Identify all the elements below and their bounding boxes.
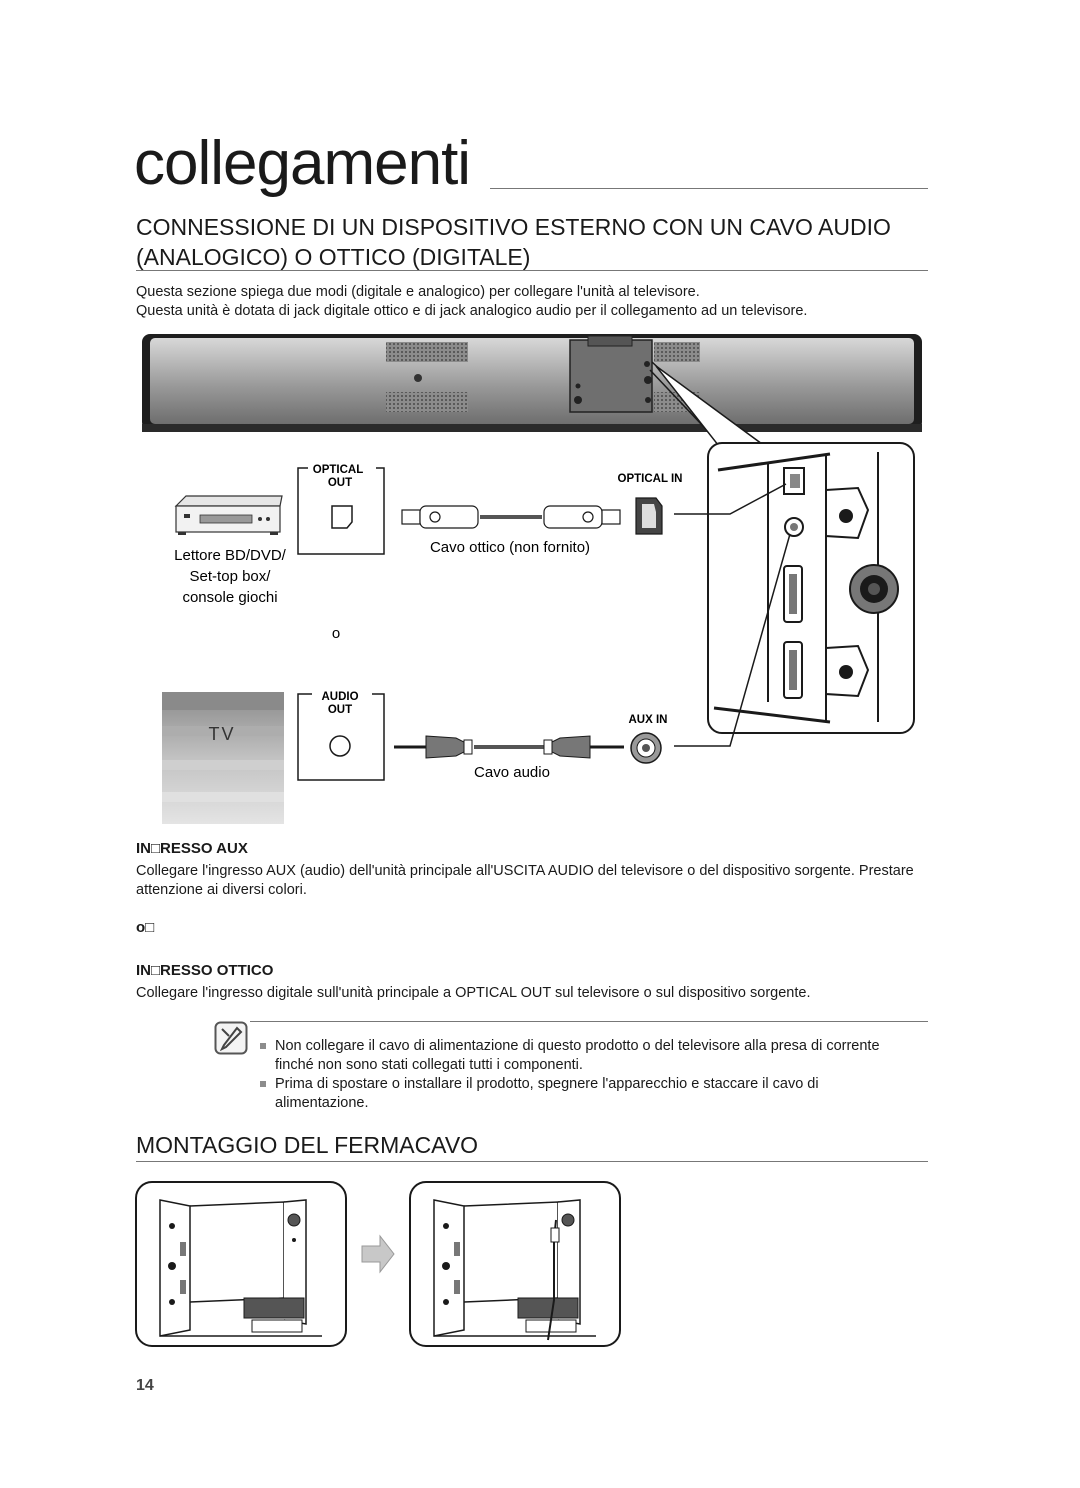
aux-heading: IN□RESSO AUX <box>136 840 248 857</box>
cable-clip-illustrations <box>135 1181 621 1347</box>
device-label-2: Set-top box/ <box>190 568 272 585</box>
section-rule <box>136 270 928 271</box>
optical-cable-label: Cavo ottico (non fornito) <box>430 539 590 556</box>
section-2-rule <box>136 1161 928 1162</box>
optical-out-label-1: OPTICAL <box>313 464 363 476</box>
note-icon <box>214 1021 248 1055</box>
or-separator: o□ <box>136 919 155 936</box>
intro-line-1: Questa sezione spiega due modi (digitale… <box>136 284 700 300</box>
audio-cable-label: Cavo audio <box>474 764 550 781</box>
aux-text: Collegare l'ingresso AUX (audio) dell'un… <box>136 863 914 898</box>
audio-out-label-2: OUT <box>328 704 352 716</box>
section-title: CONNESSIONE DI UN DISPOSITIVO ESTERNO CO… <box>136 214 891 270</box>
optical-heading: IN□RESSO OTTICO <box>136 962 274 979</box>
optical-in-label: OPTICAL IN <box>618 473 683 485</box>
section-title-2: MONTAGGIO DEL FERMACAVO <box>136 1132 479 1158</box>
audio-out-jack <box>297 686 385 781</box>
aux-in-label: AUX IN <box>629 714 668 726</box>
chapter-rule <box>490 188 928 189</box>
audio-out-label-1: AUDIO <box>321 691 358 703</box>
tv-illustration <box>162 692 284 824</box>
note-item: Non collegare il cavo di alimentazione d… <box>258 1037 898 1075</box>
device-label-1: Lettore BD/DVD/ <box>174 547 287 564</box>
bd-dvd-player-illustration <box>174 495 283 535</box>
diagram-or-label: o <box>332 625 340 642</box>
note-list: Non collegare il cavo di alimentazione d… <box>258 1037 898 1113</box>
page-number: 14 <box>136 1377 154 1394</box>
optical-cable-illustration <box>401 497 663 535</box>
cable-clip-before <box>135 1181 347 1347</box>
intro-line-2: Questa unità è dotata di jack digitale o… <box>136 303 808 319</box>
leader-lines <box>674 483 791 747</box>
optical-out-label-2: OUT <box>328 477 352 489</box>
device-label-3: console giochi <box>182 589 277 606</box>
connection-diagram: OPTICAL OUT OPTICAL IN AUDIO OUT AUX IN … <box>142 334 922 824</box>
optical-out-jack <box>297 460 385 555</box>
rear-panel-zoom <box>707 442 915 734</box>
intro-text: Questa sezione spiega due modi (digitale… <box>136 283 936 321</box>
soundbar-illustration <box>142 334 922 432</box>
note-rule <box>250 1021 928 1022</box>
note-pencil-icon <box>214 1021 248 1055</box>
chapter-title: collegamenti <box>134 129 471 198</box>
audio-cable-illustration <box>394 732 662 764</box>
cable-clip-after <box>409 1181 621 1347</box>
note-item: Prima di spostare o installare il prodot… <box>258 1075 898 1113</box>
optical-text: Collegare l'ingresso digitale sull'unità… <box>136 985 811 1001</box>
arrow-right-icon <box>361 1234 395 1274</box>
tv-label: TV <box>208 724 235 744</box>
